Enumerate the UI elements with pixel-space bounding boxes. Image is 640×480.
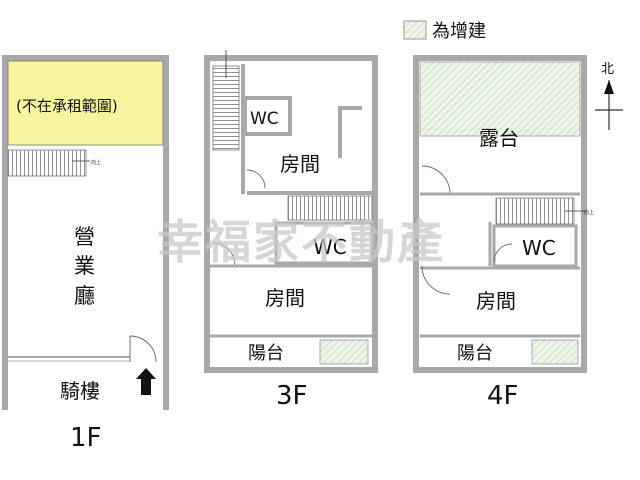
- stairs-3f-middle: [287, 195, 373, 221]
- door-1f-entry: [129, 335, 157, 363]
- wc-4f-label: WC: [522, 236, 556, 260]
- wall-1f-right: [163, 55, 169, 410]
- entry-arrow-icon: [136, 368, 156, 395]
- annex-4f-terrace: [419, 61, 581, 137]
- room-3f-upper-label: 房間: [280, 152, 320, 176]
- excluded-area: [7, 60, 164, 146]
- north-label: 北: [601, 62, 614, 77]
- watermark: 幸福家不動產: [157, 215, 445, 269]
- legend-swatch: [403, 20, 427, 40]
- room-3f-lower-label: 房間: [265, 286, 305, 310]
- balcony-3f-label: 陽台: [248, 343, 284, 364]
- wall-1f-top: [2, 55, 169, 61]
- room-4f-label: 房間: [476, 289, 516, 313]
- wall-3f-partition: [338, 106, 342, 158]
- wall-3f-outer: [204, 55, 378, 373]
- door-4f-room: [421, 265, 451, 295]
- wc-4f: [492, 224, 578, 268]
- wall-4f-outer: [413, 55, 587, 373]
- wall-3f-partition-top: [338, 106, 362, 110]
- floor-4f: 露台 向上 WC 房間 陽台 4F: [413, 55, 594, 411]
- floor-1f-label: 1F: [70, 423, 102, 453]
- hall-char-2: 業: [74, 254, 95, 278]
- wc-3f-lower-label: WC: [313, 235, 347, 259]
- north-compass: 北: [595, 62, 623, 130]
- door-3f-wc: [212, 242, 236, 266]
- stairs-3f-upper: [212, 65, 240, 151]
- floor-1f: (不在承租範圍) 向上 營 業 廳 騎樓 1F: [2, 55, 169, 453]
- door-4f-wc: [493, 243, 513, 263]
- annex-4f-balcony: [531, 339, 579, 365]
- annex-3f-balcony: [319, 339, 369, 365]
- floor-3f: WC 房間 WC 房間 陽台 3F: [204, 50, 378, 411]
- legend: 為增建: [403, 20, 486, 42]
- balcony-4f-label: 陽台: [457, 343, 493, 364]
- door-3f-upper: [246, 169, 266, 189]
- terrace-4f-label: 露台: [479, 126, 519, 150]
- wall-1f-left: [2, 55, 8, 410]
- stairs-1f-up-label: 向上: [91, 159, 101, 166]
- legend-label: 為增建: [432, 21, 486, 42]
- wc-3f-upper: [243, 96, 292, 136]
- door-4f-terrace: [421, 165, 451, 195]
- floor-4f-label: 4F: [487, 381, 519, 411]
- wc-3f-upper-label: WC: [250, 109, 279, 129]
- north-arrow-icon: [604, 80, 614, 94]
- stairs-1f: [7, 149, 87, 177]
- hall-char-3: 廳: [74, 284, 95, 308]
- arcade-label: 騎樓: [60, 379, 100, 403]
- stairs-4f-up-label: 向上: [584, 209, 594, 216]
- floor-3f-label: 3F: [276, 381, 308, 411]
- wc-3f-lower: [274, 221, 374, 265]
- excluded-area-note: (不在承租範圍): [16, 97, 118, 115]
- stairs-4f: [495, 197, 575, 225]
- hall-char-1: 營: [74, 225, 95, 249]
